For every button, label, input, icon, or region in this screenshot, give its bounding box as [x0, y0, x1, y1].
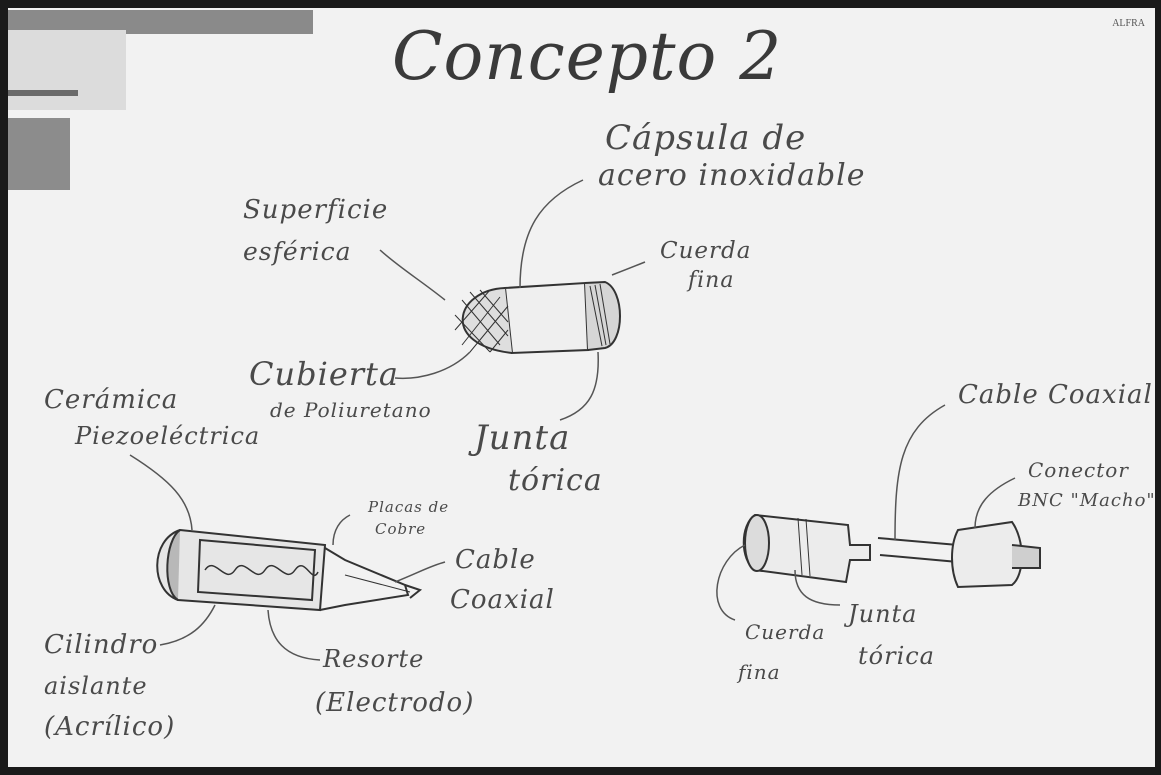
label-plates: Placas de [368, 498, 450, 516]
cutaway-drawing [156, 528, 423, 612]
label-thread-right: Cuerda [745, 620, 826, 644]
label-thread-right-line2: fina [738, 660, 781, 684]
label-connector: Conector [1028, 458, 1129, 482]
brand-logo: ALFRA [1112, 18, 1145, 29]
right-assembly-drawing [742, 513, 1041, 589]
label-cylinder-line2: aislante [44, 672, 148, 700]
label-oring-right-line2: tórica [858, 642, 935, 670]
label-cable-left-line2: Coaxial [450, 585, 555, 615]
label-surface: Superficie [243, 195, 389, 225]
cutaway-arrows [129, 454, 446, 661]
label-spring: Resorte [323, 645, 425, 673]
label-oring-right: Junta [848, 600, 918, 628]
label-cable-right: Cable Coaxial [958, 380, 1153, 410]
label-cover-line2: de Poliuretano [270, 398, 432, 422]
label-capsule: Cápsula de [605, 118, 807, 158]
label-capsule-line2: acero inoxidable [598, 158, 866, 193]
top-sensor-arrows [379, 179, 646, 421]
label-cylinder-line3: (Acrílico) [44, 712, 176, 742]
label-ceramic-line2: Piezoeléctrica [75, 422, 261, 450]
label-oring-top: Junta [474, 418, 571, 458]
label-cover: Cubierta [249, 355, 399, 393]
label-oring-top-line2: tórica [508, 463, 603, 498]
label-plates-line2: Cobre [375, 520, 427, 538]
board-title: Concepto 2 [392, 18, 783, 95]
label-cable-left: Cable [455, 545, 536, 575]
right-assembly-arrows [716, 404, 1016, 621]
sticky-note [8, 118, 70, 190]
label-connector-line2: BNC "Macho" [1018, 490, 1156, 511]
label-ceramic: Cerámica [44, 385, 179, 415]
board-surface [8, 8, 1155, 767]
label-thread-top: Cuerda [660, 238, 752, 264]
label-cylinder: Cilindro [44, 630, 159, 660]
label-surface-line2: esférica [243, 237, 352, 266]
top-sensor-drawing [454, 280, 621, 355]
label-thread-top-line2: fina [688, 268, 735, 293]
label-spring-line2: (Electrodo) [315, 688, 475, 718]
